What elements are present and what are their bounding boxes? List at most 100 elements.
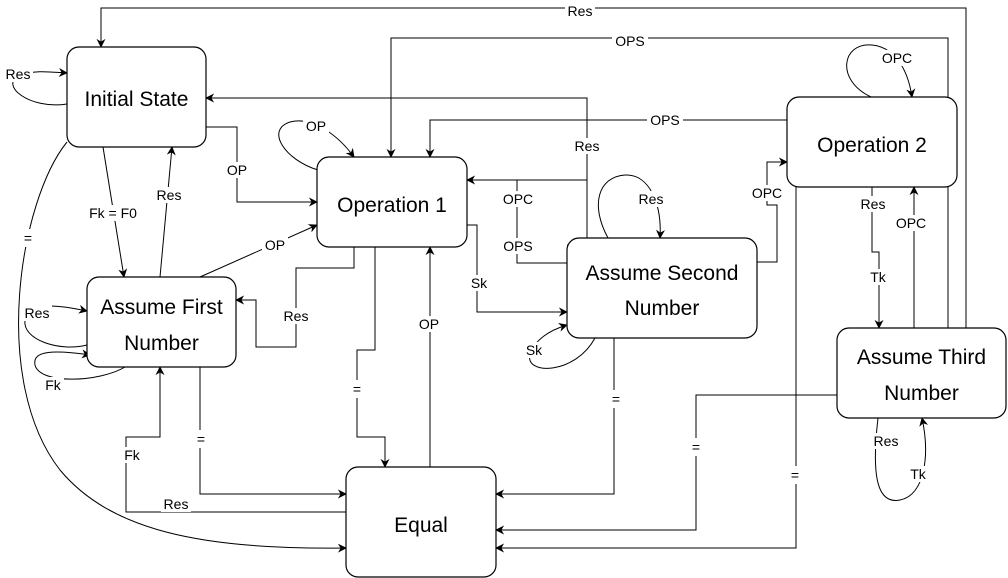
- svg-text:Sk: Sk: [526, 342, 543, 358]
- svg-text:Res: Res: [861, 196, 886, 212]
- edge-res-first-to-initial: [159, 146, 176, 278]
- edge-opc-second-to-op2: [757, 157, 788, 263]
- node-operation-1-label: Operation 1: [337, 194, 447, 217]
- edge-res-second-self: [597, 174, 665, 239]
- edge-eq-second-to-equal: [495, 338, 615, 499]
- edge-label-opc-third-op2: OPC: [893, 215, 929, 231]
- edge-label-res-top: Res: [565, 3, 595, 19]
- svg-text:=: =: [353, 381, 361, 397]
- edge-label-eq-third-equal: =: [688, 438, 704, 456]
- edge-label-res-op1-first: Res: [281, 308, 311, 324]
- svg-text:Tk: Tk: [870, 269, 887, 285]
- edge-res-third-to-initial: [96, 7, 967, 328]
- svg-text:Tk: Tk: [910, 466, 927, 482]
- edge-eq-op1-to-equal: [356, 247, 390, 468]
- edge-label-sk-second-self: Sk: [522, 342, 546, 358]
- svg-text:Sk: Sk: [471, 275, 488, 291]
- svg-text:Res: Res: [568, 3, 593, 19]
- svg-text:Res: Res: [25, 305, 50, 321]
- svg-text:OP: OP: [306, 118, 326, 134]
- edge-label-ops-top: OPS: [612, 33, 648, 49]
- edge-label-res-first-self: Res: [22, 305, 52, 321]
- edge-fk-res-equal-to-first: [125, 366, 346, 513]
- svg-text:Res: Res: [164, 496, 189, 512]
- edge-label-res-initial-self: Res: [5, 66, 33, 82]
- edge-label-res-second-initial: Res: [572, 138, 602, 154]
- edge-sk-op1-to-second: [467, 224, 568, 317]
- edge-ops-second-to-op1: [516, 180, 567, 264]
- edge-tk-op2-to-third: [871, 187, 884, 329]
- edge-label-res-equal-first: Res: [161, 496, 191, 512]
- edge-fk-first-self: [34, 349, 126, 380]
- node-equal[interactable]: Equal: [345, 466, 497, 578]
- node-initial-state[interactable]: Initial State: [66, 46, 207, 148]
- svg-text:=: =: [612, 391, 620, 407]
- edge-op-initial-to-op1: [206, 126, 318, 207]
- edge-ops-op2-to-op1: [425, 119, 787, 158]
- svg-text:=: =: [692, 439, 700, 455]
- edge-res-tk-third-self: [874, 417, 929, 501]
- node-operation-2-label: Operation 2: [817, 134, 927, 157]
- node-assume-third-number-label-1: Assume Third: [857, 346, 986, 369]
- svg-text:OPS: OPS: [615, 33, 645, 49]
- node-assume-second-number-label-2: Number: [625, 297, 700, 320]
- node-assume-third-number-label-2: Number: [884, 382, 959, 405]
- edge-label-op-equal-op1: OP: [415, 316, 443, 332]
- edge-label-opc-second-op2: OPC: [749, 185, 785, 201]
- edge-label-opc-op2-self: OPC: [879, 50, 915, 66]
- svg-text:Res: Res: [6, 66, 31, 82]
- node-assume-third-number[interactable]: Assume Third Number: [836, 327, 1007, 419]
- edge-opc-second-to-op1: [466, 175, 588, 246]
- svg-text:=: =: [24, 230, 32, 246]
- node-operation-2[interactable]: Operation 2: [786, 96, 958, 188]
- edge-label-fk-equal-first: Fk: [121, 447, 143, 463]
- edge-label-res-third-self: Res: [871, 433, 901, 449]
- svg-text:Res: Res: [157, 187, 182, 203]
- edge-label-eq-second-equal: =: [608, 390, 624, 408]
- svg-text:OPC: OPC: [752, 185, 782, 201]
- edge-label-fk-f0: Fk = F0: [85, 205, 141, 221]
- node-assume-first-number-label-1: Assume First: [100, 296, 223, 319]
- svg-text:OP: OP: [227, 162, 247, 178]
- svg-text:Fk: Fk: [45, 377, 62, 393]
- edge-opc-op2-self: [846, 44, 916, 98]
- edge-label-sk-op1-second: Sk: [467, 275, 491, 291]
- svg-text:Fk: Fk: [124, 447, 141, 463]
- edge-eq-op2-to-equal: [495, 187, 797, 553]
- svg-text:OPC: OPC: [896, 215, 926, 231]
- node-assume-first-number[interactable]: Assume First Number: [86, 276, 237, 368]
- edge-label-ops-second-op1: OPS: [500, 238, 536, 254]
- edge-label-eq-op2-equal: =: [787, 466, 803, 484]
- node-initial-state-label: Initial State: [85, 88, 189, 111]
- node-assume-second-number[interactable]: Assume Second Number: [566, 237, 758, 339]
- edge-label-op-op1-self: OP: [303, 118, 329, 134]
- svg-text:Res: Res: [284, 308, 309, 324]
- svg-text:Res: Res: [874, 433, 899, 449]
- edge-label-eq-op1-equal: =: [349, 380, 365, 398]
- edge-label-op-initial-op1: OP: [224, 162, 250, 178]
- edge-label-fk-first-self: Fk: [42, 377, 64, 393]
- svg-text:OPS: OPS: [650, 112, 680, 128]
- edge-label-op-first-op1: OP: [262, 237, 288, 253]
- node-assume-second-number-label-1: Assume Second: [586, 262, 739, 285]
- svg-text:Res: Res: [575, 138, 600, 154]
- node-assume-first-number-label-2: Number: [124, 332, 199, 355]
- node-equal-label: Equal: [394, 514, 448, 537]
- edge-res-op1-to-first: [235, 247, 355, 348]
- svg-text:=: =: [791, 467, 799, 483]
- svg-text:Res: Res: [639, 191, 664, 207]
- svg-text:Fk = F0: Fk = F0: [89, 205, 137, 221]
- edge-label-eq-first-equal: =: [193, 430, 209, 448]
- edge-label-eq-initial-equal: =: [20, 229, 36, 247]
- edge-label-res-second-self: Res: [636, 191, 666, 207]
- svg-text:OPC: OPC: [503, 191, 533, 207]
- svg-text:OPS: OPS: [503, 238, 533, 254]
- edge-eq-first-to-equal: [199, 367, 347, 499]
- node-operation-1[interactable]: Operation 1: [316, 156, 468, 248]
- edge-eq-third-to-equal: [495, 394, 837, 535]
- svg-text:OP: OP: [265, 237, 285, 253]
- svg-text:=: =: [197, 431, 205, 447]
- edge-label-opc-second-op1: OPC: [500, 191, 536, 207]
- edge-op-first-to-op1: [199, 224, 318, 278]
